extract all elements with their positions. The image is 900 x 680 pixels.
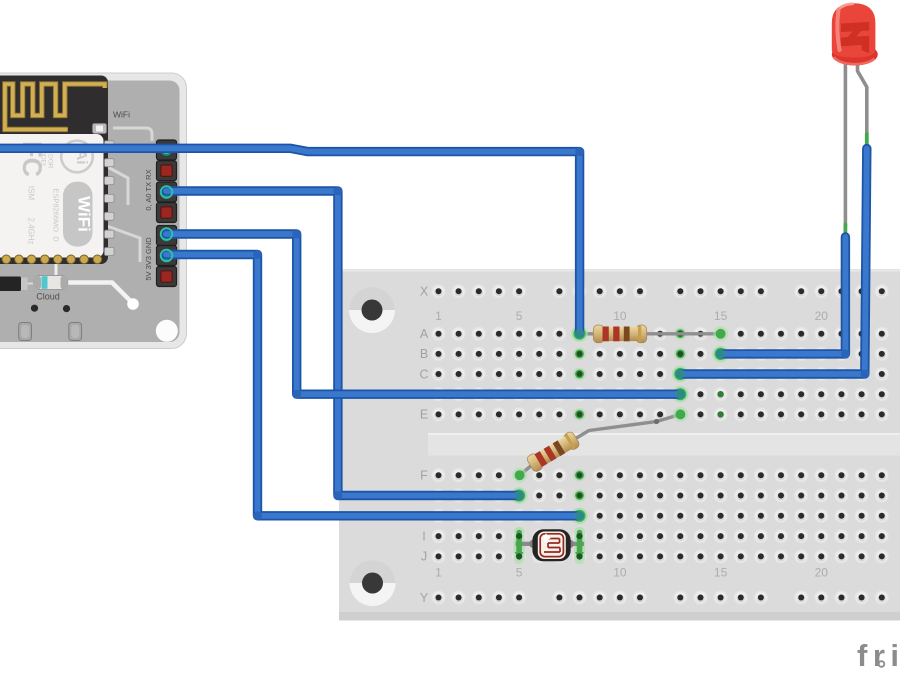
svg-text:0, A0 TX RX: 0, A0 TX RX: [144, 169, 153, 210]
svg-text:F: F: [420, 469, 428, 483]
svg-text:1: 1: [435, 309, 442, 323]
svg-text:Cloud: Cloud: [36, 292, 60, 302]
svg-text:1: 1: [435, 565, 442, 579]
svg-text:B: B: [420, 347, 428, 361]
svg-text:5V 3V3 GND: 5V 3V3 GND: [144, 237, 153, 281]
svg-text:20: 20: [815, 309, 829, 323]
svg-text:X: X: [420, 285, 429, 299]
svg-text:E: E: [420, 408, 428, 422]
svg-text:ISM: ISM: [27, 186, 36, 201]
svg-text:fri: fri: [857, 638, 900, 673]
svg-text:15: 15: [714, 309, 728, 323]
svg-text:WiFi: WiFi: [75, 196, 94, 232]
svg-text:2.4GHz: 2.4GHz: [27, 217, 36, 244]
svg-text:10: 10: [613, 309, 627, 323]
svg-text:C: C: [419, 367, 428, 381]
svg-text:J: J: [421, 550, 427, 564]
svg-text:ESP8266MO D: ESP8266MO D: [52, 188, 61, 242]
svg-text:15: 15: [714, 565, 728, 579]
svg-text:Y: Y: [420, 591, 429, 605]
svg-text:10: 10: [613, 565, 627, 579]
svg-text:5: 5: [516, 309, 523, 323]
svg-text:20: 20: [815, 565, 829, 579]
svg-text:5: 5: [516, 565, 523, 579]
svg-text:I: I: [422, 529, 425, 543]
svg-text:WiFi: WiFi: [113, 110, 130, 120]
svg-text:A: A: [420, 327, 429, 341]
